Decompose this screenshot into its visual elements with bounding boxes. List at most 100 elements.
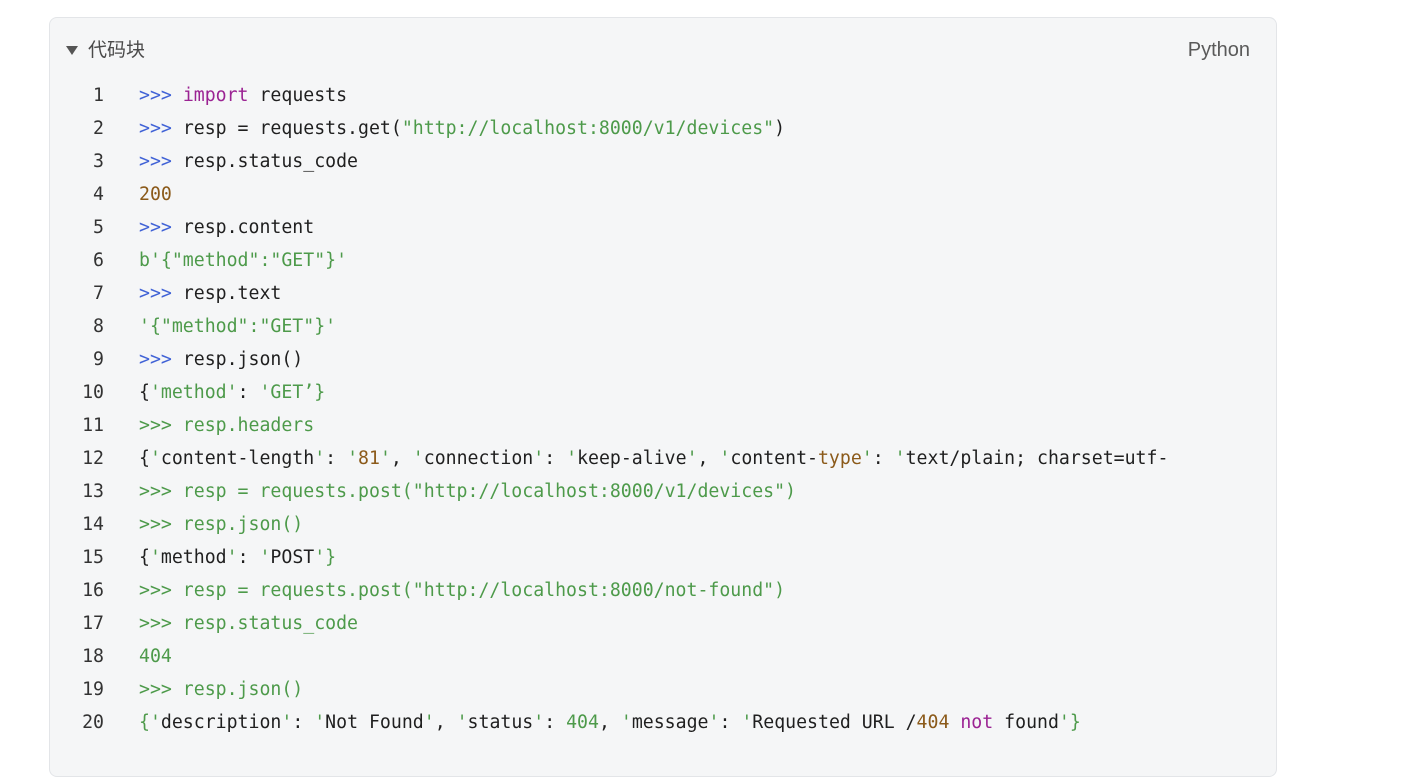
code-token: ' xyxy=(533,448,545,469)
code-token: description xyxy=(160,712,282,733)
line-number: 15 xyxy=(82,547,104,568)
code-token: ' xyxy=(259,547,271,568)
code-line: 15{'method': 'POST'} xyxy=(50,541,1276,574)
code-token: ' xyxy=(719,448,731,469)
code-token: content-length xyxy=(160,448,315,469)
code-token: ' xyxy=(566,448,578,469)
code-token: ' xyxy=(379,448,391,469)
line-number: 11 xyxy=(82,415,104,436)
code-token: type xyxy=(817,448,862,469)
code-text: >>> import requests xyxy=(139,85,1259,106)
code-block-header: 代码块 Python xyxy=(50,18,1276,80)
caret-down-icon xyxy=(66,46,78,55)
code-token: >>> resp = requests.post("http://localho… xyxy=(139,580,786,601)
code-token: content- xyxy=(730,448,818,469)
code-token: : xyxy=(237,547,260,568)
code-line: 12 {'content-length': '81', 'connection':… xyxy=(50,442,1276,475)
code-text: 200 xyxy=(139,184,1259,205)
code-text: '{"method":"GET"}' xyxy=(139,316,1259,337)
line-number: 14 xyxy=(82,514,104,535)
code-text: >>> resp.headers xyxy=(139,415,1259,436)
code-token: Requested URL / xyxy=(752,712,917,733)
code-line: 14 >>> resp.json() xyxy=(50,508,1276,541)
code-line: 1>>> import requests xyxy=(50,79,1276,112)
line-number: 6 xyxy=(93,250,104,271)
code-token: ' xyxy=(620,712,632,733)
language-label: Python xyxy=(1187,39,1250,61)
code-token: ' xyxy=(314,448,326,469)
line-number: 3 xyxy=(93,151,104,172)
code-line: 17>>> resp.status_code xyxy=(50,607,1276,640)
code-token: ' xyxy=(861,448,873,469)
code-token: ' xyxy=(533,712,545,733)
code-token: 404 xyxy=(916,712,950,733)
code-token: 'GET’} xyxy=(259,382,326,403)
code-token: { xyxy=(139,382,150,403)
code-token: ' xyxy=(686,448,698,469)
code-token: 404 xyxy=(139,646,172,667)
code-token: keep-alive xyxy=(577,448,687,469)
code-token: >>> resp.json() xyxy=(139,679,304,700)
code-token: ' xyxy=(314,712,326,733)
code-token: ' xyxy=(456,712,468,733)
code-token: 404 xyxy=(566,712,599,733)
line-number: 7 xyxy=(93,283,104,304)
code-line: 7 >>> resp.text xyxy=(50,277,1276,310)
code-token: ' xyxy=(281,712,293,733)
code-line: 13>>> resp = requests.post("http://local… xyxy=(50,475,1276,508)
line-number: 9 xyxy=(93,349,104,370)
code-text: 404 xyxy=(139,646,1259,667)
code-token: resp = requests.get( xyxy=(182,118,402,139)
code-token: ' xyxy=(226,547,238,568)
code-token: , xyxy=(697,448,720,469)
line-number: 16 xyxy=(82,580,104,601)
code-token: found xyxy=(993,712,1059,733)
code-token: >>> xyxy=(139,118,183,139)
code-line: 16 >>> resp = requests.post("http://local… xyxy=(50,574,1276,607)
code-token: "http://localhost:8000/v1/devices" xyxy=(401,118,775,139)
code-token: >>> xyxy=(139,85,183,106)
line-number: 2 xyxy=(93,118,104,139)
code-token: resp.status_code xyxy=(182,151,359,172)
code-token: : xyxy=(325,448,348,469)
code-token: method xyxy=(160,547,227,568)
code-block-title: 代码块 xyxy=(88,39,146,61)
code-text: {'method': 'GET’} xyxy=(139,382,1259,403)
code-line: 11 >>> resp.headers xyxy=(50,409,1276,442)
code-token: ' xyxy=(347,448,359,469)
code-token: '} xyxy=(314,547,337,568)
code-line: 9 >>> resp.json() xyxy=(50,343,1276,376)
code-text: >>> resp = requests.post("http://localho… xyxy=(139,481,1259,502)
collapse-toggle[interactable]: 代码块 xyxy=(66,36,145,64)
code-token: , xyxy=(598,712,621,733)
code-token: requests xyxy=(248,85,348,106)
code-token: >>> xyxy=(139,151,183,172)
code-token: ' xyxy=(149,448,161,469)
code-text: b'{"method":"GET"}' xyxy=(139,250,1259,271)
code-line: 20{'description': 'Not Found', 'status':… xyxy=(50,706,1276,739)
code-text: >>> resp.text xyxy=(139,283,1259,304)
code-token: 'method' xyxy=(149,382,238,403)
code-line: 2 >>> resp = requests.get("http://localho… xyxy=(50,112,1276,145)
code-text: >>> resp.json() xyxy=(139,349,1259,370)
code-token: { xyxy=(139,547,150,568)
code-lines: 1>>> import requests 2 >>> resp = requests… xyxy=(50,79,1276,739)
code-text: {'content-length': '81', 'connection': '… xyxy=(139,448,1259,469)
code-line: 6 b'{"method":"GET"}' xyxy=(50,244,1276,277)
code-token: >>> xyxy=(139,283,183,304)
code-token: ' xyxy=(149,547,161,568)
code-token: : xyxy=(292,712,315,733)
code-token: { xyxy=(139,448,150,469)
code-token: >>> resp.json() xyxy=(139,514,304,535)
code-token: : xyxy=(544,448,567,469)
code-token: '} xyxy=(1058,712,1081,733)
code-token: resp.text xyxy=(182,283,282,304)
line-number: 20 xyxy=(82,712,104,733)
code-line: 10{'method': 'GET’} xyxy=(50,376,1276,409)
code-block: 代码块 Python 1>>> import requests 2 >>> resp… xyxy=(49,17,1277,777)
code-text: >>> resp.status_code xyxy=(139,151,1259,172)
line-number: 12 xyxy=(82,448,104,469)
code-line: 19>>> resp.json() xyxy=(50,673,1276,706)
